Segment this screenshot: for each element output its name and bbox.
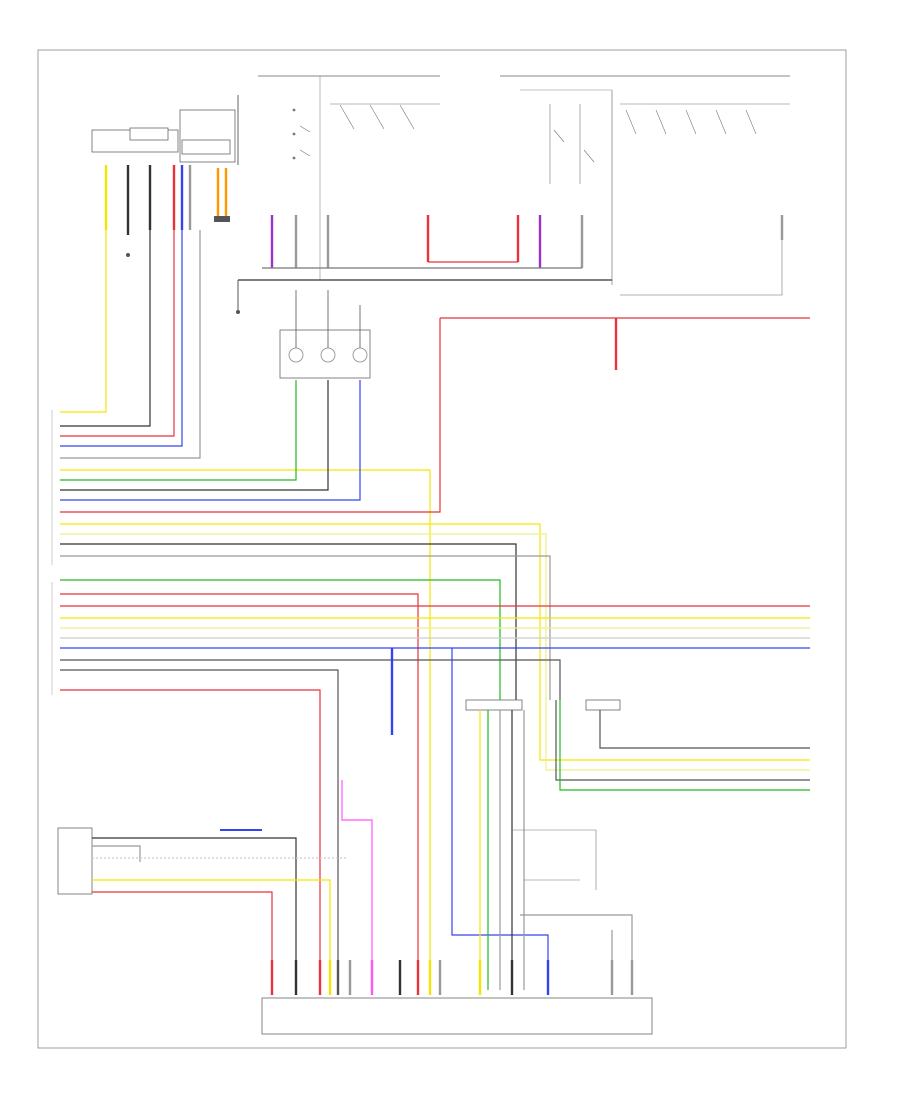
top-left-pins [104, 165, 230, 257]
top-left-module [91, 95, 239, 165]
lower-right-switch [512, 829, 633, 990]
bottom-control-unit [261, 960, 653, 1035]
center-switch-group [258, 75, 440, 280]
top-connectors [238, 215, 784, 296]
diagram-frame [37, 49, 847, 1049]
horizontal-wires-lower [60, 579, 810, 990]
ground-symbol-module [236, 280, 371, 379]
lower-left-module [57, 827, 346, 990]
right-switch-group [500, 75, 790, 285]
horizontal-wires-upper [60, 318, 551, 990]
right-splice-blocks [465, 699, 810, 990]
mid-vertical-wires [341, 648, 549, 990]
left-harness [60, 230, 201, 459]
